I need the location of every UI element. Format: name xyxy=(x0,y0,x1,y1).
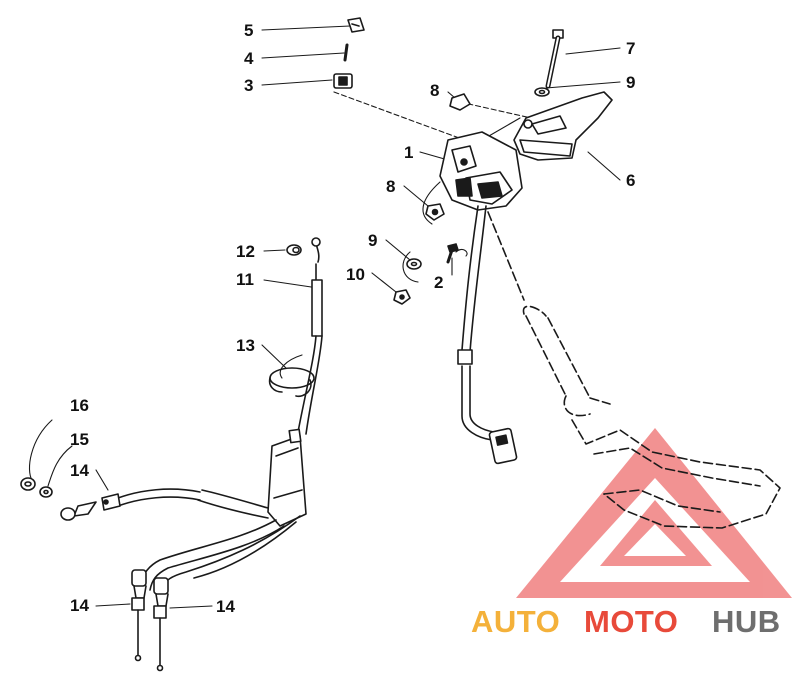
handlebar-phantom-outline xyxy=(487,211,781,529)
part-5-cap-nut-icon xyxy=(347,17,365,33)
watermark-hub: HUB xyxy=(712,604,781,639)
part-12-cap-icon xyxy=(286,244,302,256)
part-8-nut-top-icon xyxy=(449,93,471,111)
part-14-cable-end-upper-icon xyxy=(60,493,121,521)
part-1-throttle-housing-icon xyxy=(439,131,523,211)
part-7-bolt-icon xyxy=(545,29,564,89)
callout-10: 10 xyxy=(346,265,365,284)
part-9-washer-top-icon xyxy=(534,87,550,97)
callout-12: 12 xyxy=(236,242,255,261)
part-10-nut-icon xyxy=(393,289,411,305)
watermark-moto: MOTO xyxy=(584,604,679,639)
callout-2: 2 xyxy=(434,273,444,292)
callout-14-right: 14 xyxy=(216,597,235,616)
part-14-cable-end-left-icon xyxy=(131,569,147,662)
part-4-screw-icon xyxy=(343,43,349,62)
callout-3: 3 xyxy=(244,76,254,95)
callout-16: 16 xyxy=(70,396,89,415)
callout-1: 1 xyxy=(404,143,414,162)
switch-wire-harness xyxy=(457,205,518,465)
part-6-lever-bracket-icon xyxy=(513,91,613,161)
part-14-cable-end-right-icon xyxy=(153,577,169,672)
part-9-washer-mid-icon xyxy=(406,258,422,270)
watermark-triangle-icon xyxy=(516,428,792,598)
part-2-screw-icon xyxy=(446,243,459,264)
cable-junction-block xyxy=(267,428,307,527)
part-3-clip-icon xyxy=(333,73,353,89)
callout-9-top: 9 xyxy=(626,73,636,92)
part-15-washer-icon xyxy=(39,486,53,498)
callout-14-left: 14 xyxy=(70,596,89,615)
callout-6: 6 xyxy=(626,171,636,190)
callout-11: 11 xyxy=(236,270,254,289)
callout-15: 15 xyxy=(70,430,89,449)
part-13-cable-clamp-icon xyxy=(268,367,315,398)
callout-13: 13 xyxy=(236,336,255,355)
callout-7: 7 xyxy=(626,39,636,58)
callout-8-mid: 8 xyxy=(386,177,396,196)
callout-9-mid: 9 xyxy=(368,231,378,250)
watermark-auto: AUTO xyxy=(471,604,561,639)
callout-8-top: 8 xyxy=(430,81,440,100)
leader-lines xyxy=(29,25,621,609)
part-11-throttle-cable xyxy=(297,237,323,435)
callout-4: 4 xyxy=(244,49,254,68)
part-8-nut-mid-icon xyxy=(425,203,445,221)
part-16-nut-icon xyxy=(20,477,36,491)
callout-14-upper: 14 xyxy=(70,461,89,480)
callout-5: 5 xyxy=(244,21,254,40)
